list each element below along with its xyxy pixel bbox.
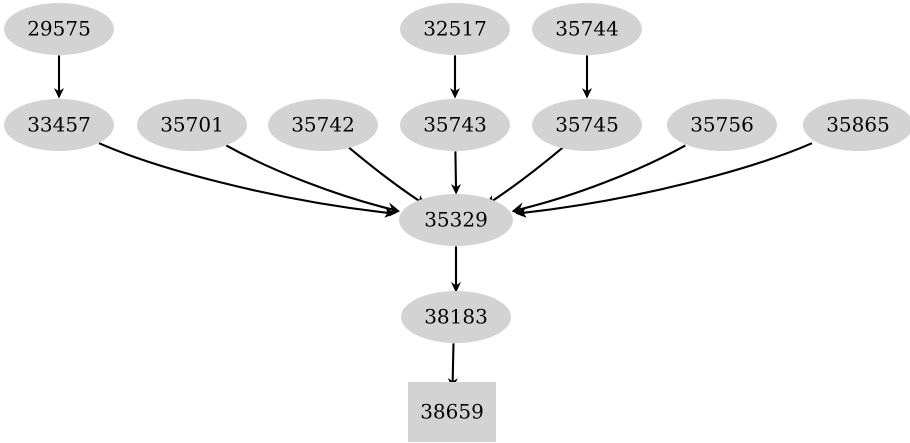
- edge-line: [225, 144, 393, 211]
- arrowhead-icon: [384, 207, 396, 218]
- node-ellipse-shape[interactable]: [532, 99, 642, 151]
- edge-35701-to-35329: [225, 144, 400, 217]
- graph-node-38659[interactable]: 38659: [408, 382, 496, 442]
- arrowhead-icon: [515, 207, 527, 218]
- node-ellipse-shape[interactable]: [137, 99, 247, 151]
- edge-35865-to-35329: [515, 142, 813, 218]
- arrowhead-icon: [389, 202, 400, 217]
- edge-line: [454, 151, 458, 188]
- graph-node-35743[interactable]: 35743: [400, 99, 510, 151]
- edge-33457-to-35329: [98, 142, 396, 218]
- edges-layer: [54, 55, 813, 389]
- arrowhead-icon: [451, 282, 461, 293]
- edge-35329-to-38183: [451, 246, 461, 293]
- node-ellipse-shape[interactable]: [803, 99, 910, 151]
- graph-node-32517[interactable]: 32517: [400, 3, 510, 55]
- node-ellipse-shape[interactable]: [401, 291, 511, 343]
- edge-line: [491, 146, 564, 202]
- node-ellipse-shape[interactable]: [399, 194, 513, 246]
- edge-line: [519, 144, 686, 211]
- graph-node-38183[interactable]: 38183: [401, 291, 511, 343]
- graph-node-35742[interactable]: 35742: [268, 99, 378, 151]
- edge-32517-to-35743: [450, 55, 460, 99]
- node-ellipse-shape[interactable]: [268, 99, 378, 151]
- node-ellipse-shape[interactable]: [4, 99, 114, 151]
- node-ellipse-shape[interactable]: [667, 99, 777, 151]
- edge-35743-to-35329: [451, 151, 461, 195]
- arrowhead-icon: [451, 184, 461, 195]
- graph-node-35756[interactable]: 35756: [667, 99, 777, 151]
- node-ellipse-shape[interactable]: [532, 3, 642, 55]
- edge-35744-to-35745: [582, 55, 592, 99]
- edge-line: [347, 146, 420, 202]
- graph-node-35701[interactable]: 35701: [137, 99, 247, 151]
- edge-line: [523, 142, 813, 214]
- graph-node-35744[interactable]: 35744: [532, 3, 642, 55]
- node-ellipse-shape[interactable]: [400, 99, 510, 151]
- graph-node-35865[interactable]: 35865: [803, 99, 910, 151]
- edge-29575-to-33457: [54, 55, 64, 99]
- arrowhead-icon: [450, 88, 460, 99]
- edge-hit-area: [453, 343, 454, 381]
- graph-node-29575[interactable]: 29575: [4, 3, 114, 55]
- node-ellipse-shape[interactable]: [400, 3, 510, 55]
- edge-hit-area: [455, 151, 456, 187]
- graph-node-35329[interactable]: 35329: [399, 194, 513, 246]
- graph-node-33457[interactable]: 33457: [4, 99, 114, 151]
- node-box-shape[interactable]: [408, 382, 496, 442]
- graph-node-35745[interactable]: 35745: [532, 99, 642, 151]
- edge-line: [451, 343, 455, 382]
- arrowhead-icon: [54, 88, 64, 99]
- node-ellipse-shape[interactable]: [4, 3, 114, 55]
- arrowhead-icon: [582, 88, 592, 99]
- edge-line: [98, 142, 388, 214]
